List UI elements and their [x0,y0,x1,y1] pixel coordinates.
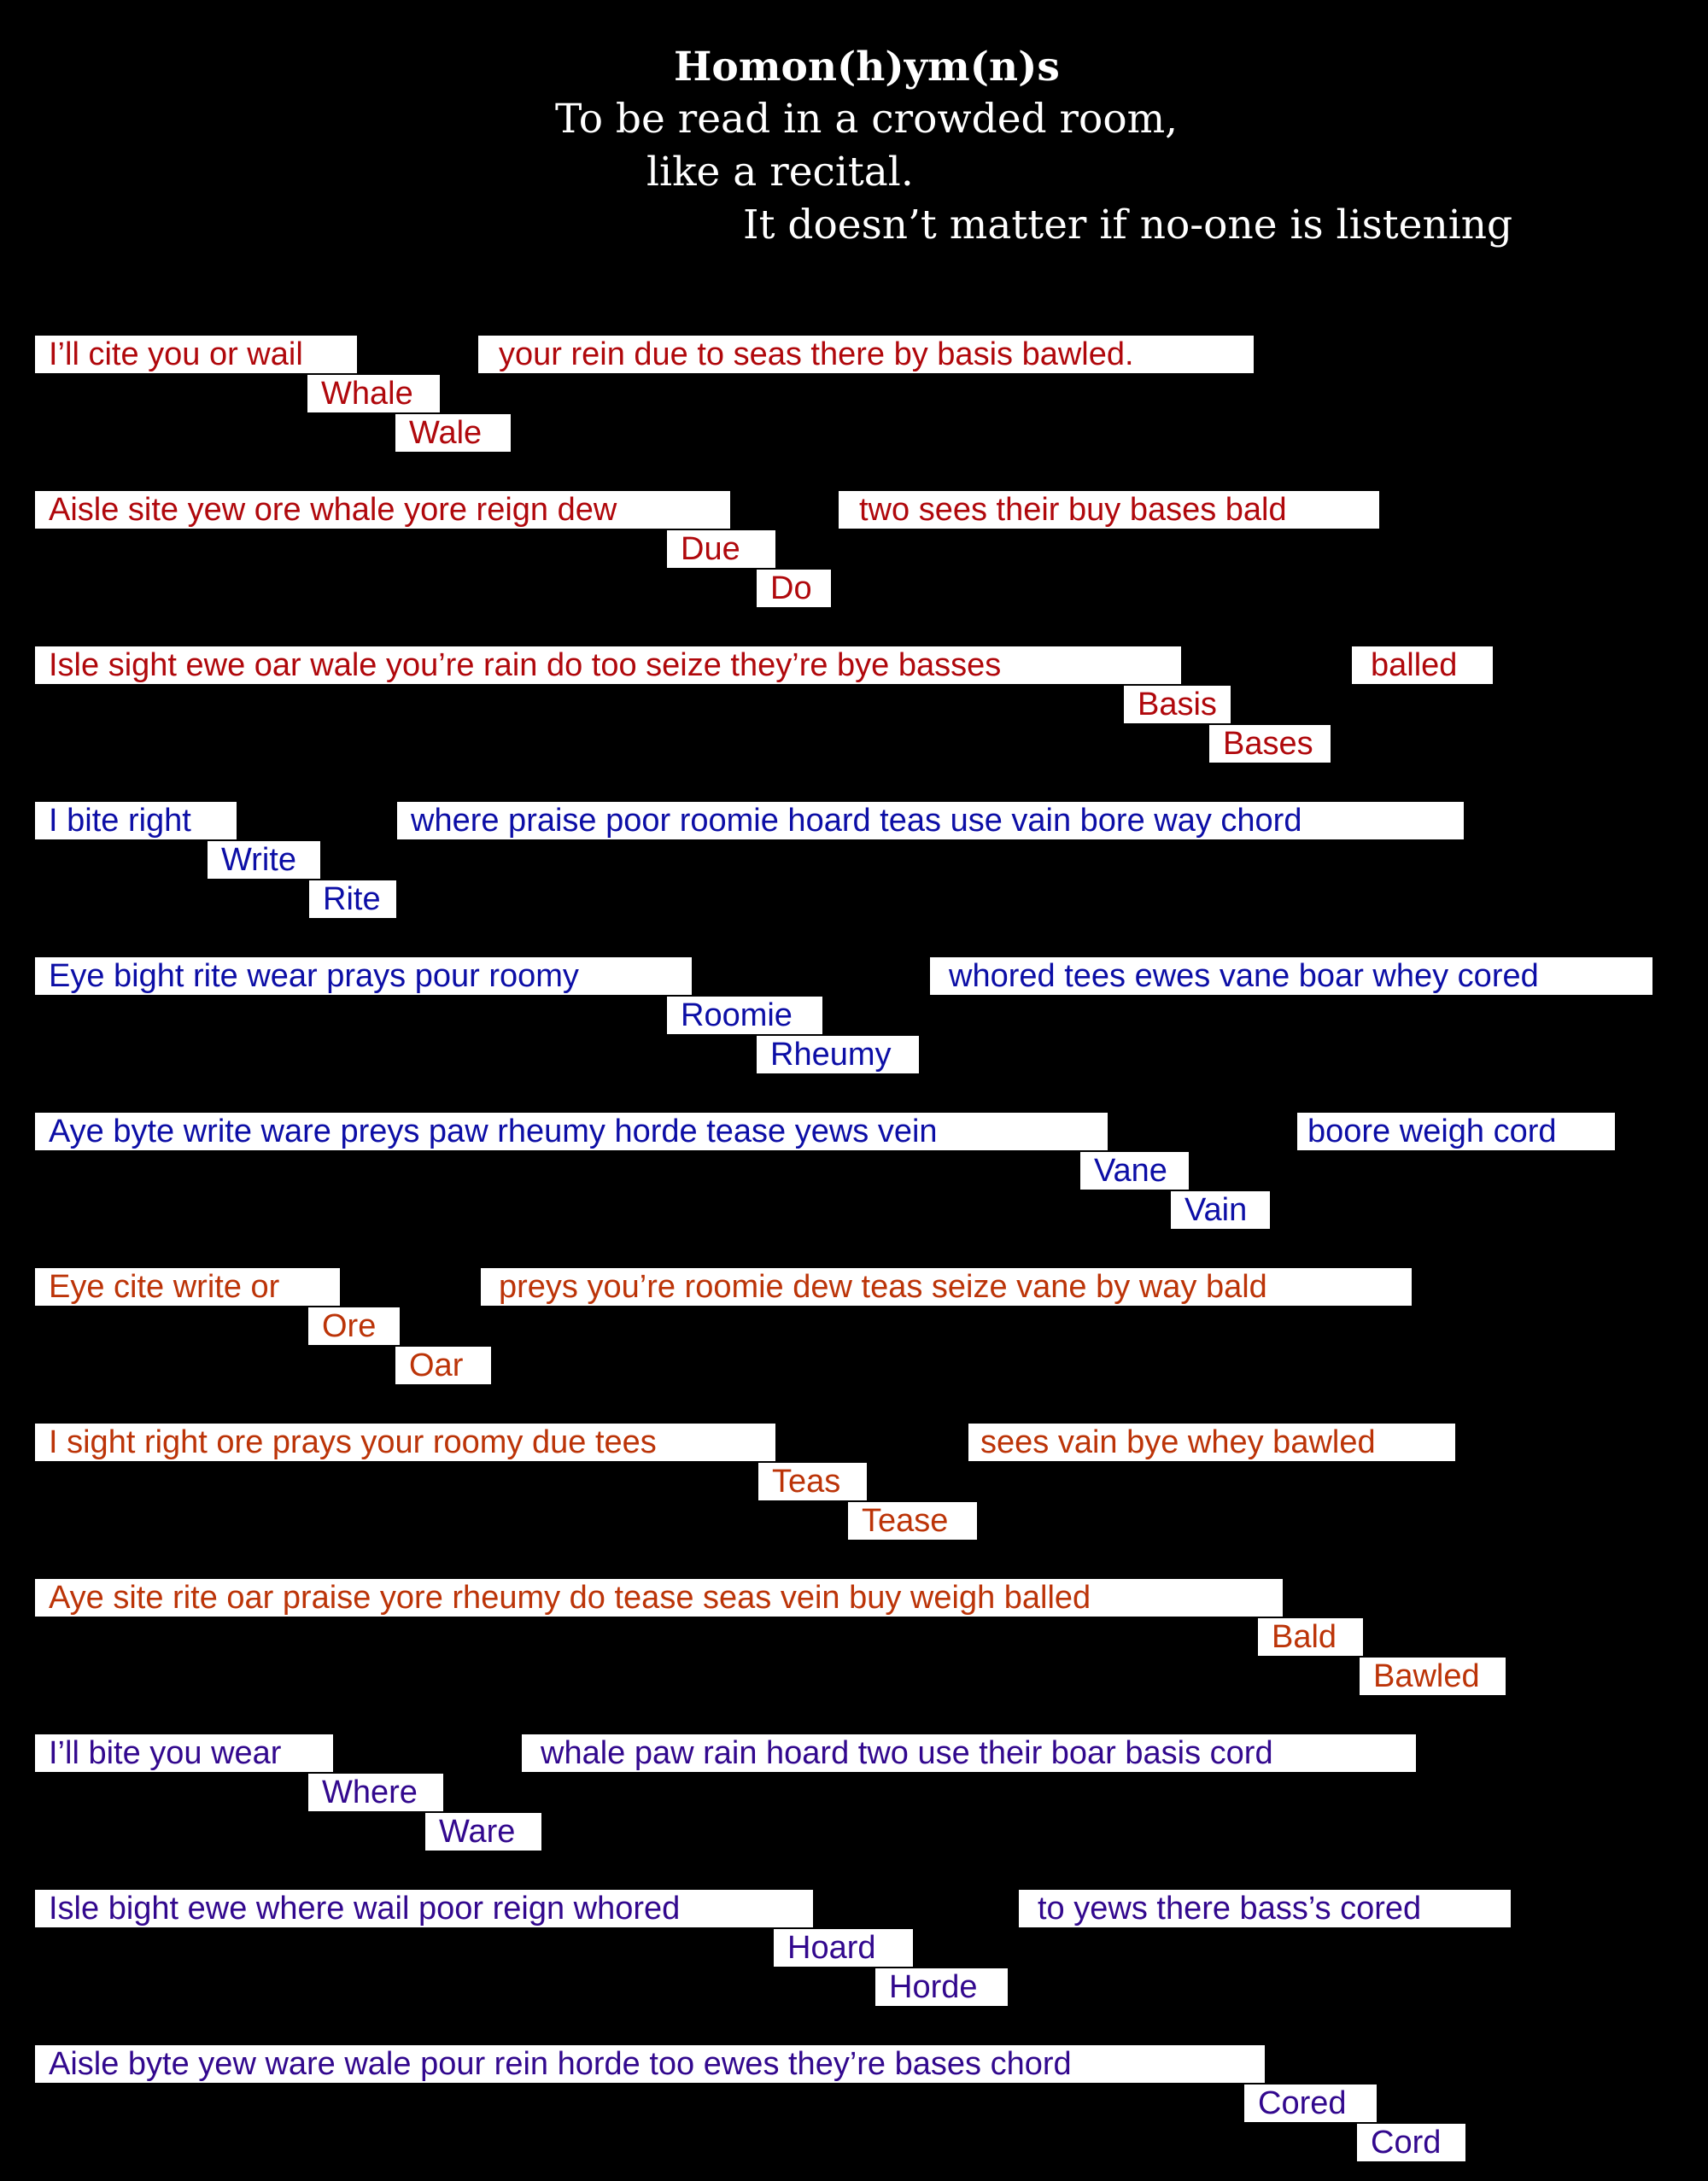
stanza-11-alt-1: Hoard [774,1929,913,1967]
stanza-1-line-end: your rein due to seas there by basis baw… [478,336,1254,373]
stanza-8-alt-1: Teas [758,1463,867,1500]
stanza-2-alt-2: Do [757,570,831,607]
stanza-11-line-start: Isle bight ewe where wail poor reign who… [35,1890,813,1927]
stanza-3-line-start: Isle sight ewe oar wale you’re rain do t… [35,646,1181,684]
stanza-6-line-end: boore weigh cord [1297,1113,1615,1150]
stanza-3-alt-1: Basis [1124,686,1231,723]
stanza-8-line-start: I sight right ore prays your roomy due t… [35,1424,775,1461]
stanza-1-alt-2: Wale [395,414,511,452]
stanza-4-line-end: where praise poor roomie hoard teas use … [397,802,1464,839]
stanza-7-alt-2: Oar [395,1347,491,1384]
stanza-3-line-end: balled [1352,646,1493,684]
stanza-8-alt-2: Tease [848,1502,977,1540]
stanza-5-alt-1: Roomie [667,997,822,1034]
subtitle-line-2: like a recital. [646,149,914,196]
stanza-1-alt-1: Whale [307,375,440,412]
stanza-6-alt-1: Vane [1080,1152,1189,1190]
stanza-10-line-end: whale paw rain hoard two use their boar … [522,1734,1416,1772]
subtitle-line-3: It doesn’t matter if no-one is listening [743,202,1513,249]
poem-title: Homon(h)ym(n)s [674,44,1060,91]
stanza-7-alt-1: Ore [308,1307,400,1345]
stanza-3-alt-2: Bases [1209,725,1331,763]
stanza-2-line-end: two sees their buy bases bald [839,491,1379,529]
stanza-5-line-end: whored tees ewes vane boar whey cored [930,957,1652,995]
stanza-12-alt-2: Cord [1357,2124,1465,2161]
stanza-11-line-end: to yews there bass’s cored [1019,1890,1511,1927]
stanza-1-line-start: I’ll cite you or wail [35,336,357,373]
stanza-8-line-end: sees vain bye whey bawled [968,1424,1455,1461]
stanza-6-alt-2: Vain [1171,1191,1270,1229]
stanza-7-line-start: Eye cite write or [35,1268,340,1306]
stanza-12-line: Aisle byte yew ware wale pour rein horde… [35,2045,1265,2083]
stanza-10-alt-2: Ware [425,1813,541,1851]
subtitle-line-1: To be read in a crowded room, [555,96,1179,143]
stanza-10-line-start: I’ll bite you wear [35,1734,333,1772]
stanza-5-alt-2: Rheumy [757,1036,919,1073]
stanza-2-alt-1: Due [667,530,775,568]
stanza-4-alt-1: Write [208,841,320,879]
stanza-10-alt-1: Where [308,1774,443,1811]
stanza-11-alt-2: Horde [875,1968,1008,2006]
stanza-9-line: Aye site rite oar praise yore rheumy do … [35,1579,1283,1617]
stanza-7-line-end: preys you’re roomie dew teas seize vane … [481,1268,1412,1306]
stanza-4-alt-2: Rite [309,880,396,918]
stanza-9-alt-1: Bald [1258,1618,1363,1656]
stanza-6-line-start: Aye byte write ware preys paw rheumy hor… [35,1113,1108,1150]
stanza-4-line-start: I bite right [35,802,237,839]
stanza-2-line-start: Aisle site yew ore whale yore reign dew [35,491,730,529]
stanza-12-alt-1: Cored [1244,2085,1377,2122]
stanza-9-alt-2: Bawled [1360,1658,1506,1695]
stanza-5-line-start: Eye bight rite wear prays pour roomy [35,957,692,995]
